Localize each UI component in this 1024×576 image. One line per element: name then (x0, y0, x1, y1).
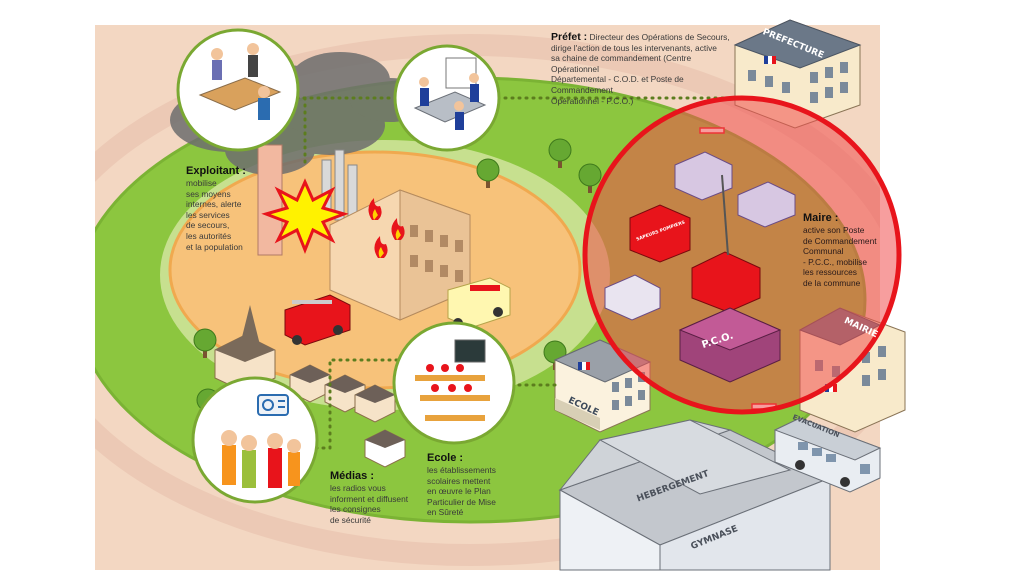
maire-line-2: de Commandement (803, 235, 877, 246)
prefet-line-2: dirige l'action de tous les intervenants… (551, 42, 717, 53)
ecole-line-3: en œuvre le Plan (427, 486, 491, 497)
ambulance (447, 277, 511, 329)
village (214, 305, 406, 468)
exploitant-line-5: de secours, (186, 220, 230, 231)
exploitant-line-2: ses moyens (186, 188, 231, 199)
vignette-medias (191, 376, 319, 504)
police-vans (604, 151, 796, 321)
exploitant-label: Exploitant : mobilise ses moyens interne… (186, 165, 276, 252)
prefet-line-1: Directeur des Opérations de Secours, (589, 32, 730, 42)
vignette-exploitant (176, 28, 300, 152)
maire-line-5: les ressources (803, 267, 857, 278)
maire-line-4: - P.C.C., mobilise (803, 256, 868, 267)
ecole-label: Ecole : les établissements scolaires met… (427, 452, 527, 518)
factory (257, 144, 471, 321)
prefet-line-4: Départemental - C.O.D. et Poste de Comma… (551, 74, 684, 95)
medias-title: Médias : (330, 470, 375, 482)
ecole-line-2: scolaires mettent (427, 475, 491, 486)
medias-line-2: informent et diffusent (330, 493, 409, 504)
exploitant-line-3: internes, alerte (186, 199, 242, 210)
ecole-line-1: les établissements (427, 465, 496, 475)
prefet-line-5: Opérationnel - P.C.O.) (551, 95, 634, 106)
radio-icon (257, 394, 289, 416)
maire-line-6: de la commune (803, 277, 861, 288)
pco-tent (678, 307, 782, 383)
exploitant-line-7: et la population (186, 241, 243, 252)
exploitant-line-6: les autorités (186, 230, 232, 241)
maire-title: Maire : (803, 212, 839, 224)
vignette-prefet (393, 44, 501, 152)
fire-truck-command (629, 174, 761, 313)
maire-label: Maire : active son Poste de Commandement… (803, 212, 898, 289)
maire-line-3: Communal (803, 246, 844, 257)
explosion-icon (261, 178, 349, 255)
gymnase-building (558, 419, 832, 571)
evacuation-bus (773, 417, 882, 493)
medias-line-4: de sécurité (330, 514, 371, 525)
medias-line-1: les radios vous (330, 483, 386, 493)
fire-truck (284, 294, 351, 346)
exploitant-line-4: les services (186, 209, 230, 220)
ring-road (95, 34, 880, 566)
prefet-line-3: sa chaine de commandement (Centre Opérat… (551, 53, 692, 74)
mayor-alert-circle (582, 95, 902, 415)
exploitant-title: Exploitant : (186, 165, 246, 177)
prefet-title: Préfet : (551, 31, 588, 43)
maire-line-1: active son Poste (803, 225, 865, 235)
medias-line-3: les consignes (330, 504, 381, 515)
medias-label: Médias : les radios vous informent et di… (330, 470, 440, 525)
exploitant-line-1: mobilise (186, 178, 217, 188)
vignette-ecole (392, 321, 516, 445)
prefet-label: Préfet : Directeur des Opérations de Sec… (551, 32, 741, 106)
ecole-title: Ecole : (427, 452, 464, 464)
fire-icon (368, 198, 405, 258)
ecole-line-4: Particulier de Mise (427, 496, 496, 507)
ecole-line-5: en Sûreté (427, 507, 464, 518)
